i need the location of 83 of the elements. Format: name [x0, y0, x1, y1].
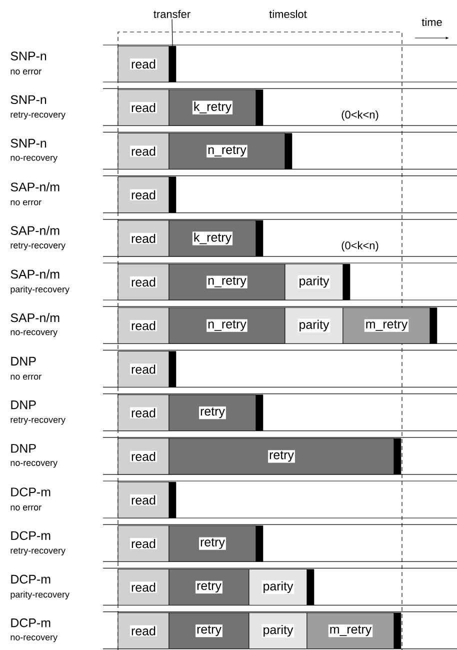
- retry-segment: n_retry: [168, 264, 286, 300]
- row-title: DCP-m: [11, 574, 50, 584]
- transfer-bar: [394, 612, 402, 649]
- read-segment: read: [118, 482, 170, 518]
- transfer-bar: [256, 525, 264, 562]
- retry-segment: n_retry: [168, 132, 286, 170]
- read-segment: read: [118, 307, 170, 344]
- retry-segment: retry: [168, 394, 256, 432]
- row-subtitle: no-recovery: [10, 635, 58, 642]
- retry-segment: retry: [168, 612, 250, 650]
- parity-segment: parity: [248, 568, 308, 606]
- parity-segment: parity: [248, 612, 308, 650]
- transfer-bar: [168, 46, 176, 82]
- row-subtitle: retry-recovery: [10, 548, 66, 556]
- condition-note: (0<k<n): [342, 241, 378, 252]
- transfer-bar: [430, 307, 438, 344]
- retry-segment: retry: [168, 438, 394, 475]
- row-subtitle: parity-recovery: [10, 286, 70, 294]
- row-subtitle: no-recovery: [10, 461, 58, 468]
- row-title: DNP: [11, 444, 36, 453]
- retry-segment: n_retry: [168, 307, 286, 344]
- row-subtitle: no-recovery: [10, 156, 58, 163]
- transfer-bar: [168, 176, 176, 213]
- timeslot-label: timeslot: [269, 10, 307, 18]
- row-subtitle: no error: [10, 200, 42, 206]
- read-segment: read: [118, 89, 170, 126]
- row-subtitle: no error: [10, 70, 42, 74]
- read-segment: read: [118, 525, 170, 562]
- parity-segment: parity: [284, 307, 344, 344]
- retry-segment: k_retry: [168, 89, 256, 126]
- read-segment: read: [118, 264, 170, 300]
- condition-note: (0<k<n): [342, 110, 378, 121]
- row-title: SAP-n/m: [10, 226, 60, 235]
- timeline-row: [102, 480, 457, 518]
- read-segment: read: [118, 612, 170, 650]
- row-title: SAP-n/m: [10, 269, 60, 279]
- row-subtitle: no error: [10, 374, 42, 380]
- timeline-row: [102, 44, 457, 82]
- row-title: SAP-n/m: [10, 182, 60, 192]
- parity-segment: parity: [284, 264, 344, 300]
- read-segment: read: [118, 568, 170, 606]
- row-subtitle: retry-recovery: [10, 242, 66, 250]
- row-subtitle: no-recovery: [10, 330, 58, 337]
- transfer-bar: [168, 482, 176, 518]
- read-segment: read: [118, 438, 170, 475]
- row-title: SAP-n/m: [10, 313, 60, 322]
- leader-line: [172, 18, 173, 46]
- read-segment: read: [118, 176, 170, 214]
- timeline-row: [102, 612, 457, 650]
- transfer-bar: [284, 133, 292, 170]
- transfer-bar: [342, 264, 350, 300]
- transfer-bar: [306, 569, 314, 606]
- row-subtitle: parity-recovery: [10, 591, 70, 600]
- retry-segment: retry: [168, 525, 256, 562]
- row-title: SNP-n: [10, 95, 46, 104]
- row-title: DCP-m: [11, 531, 50, 540]
- row-subtitle: retry-recovery: [10, 416, 66, 425]
- row-title: DCP-m: [11, 618, 50, 628]
- row-subtitle: no error: [10, 506, 42, 510]
- read-segment: read: [118, 394, 170, 432]
- transfer-bar: [256, 89, 264, 126]
- transfer-label: transfer: [154, 10, 190, 18]
- transfer-bar: [394, 438, 402, 475]
- retry-segment: m_retry: [342, 307, 430, 344]
- row-title: SNP-n: [10, 52, 46, 60]
- row-title: DCP-m: [11, 488, 50, 496]
- timeline-row: [102, 176, 457, 214]
- retry-segment: retry: [168, 568, 250, 606]
- transfer-bar: [256, 394, 264, 431]
- row-title: SNP-n: [10, 138, 46, 148]
- read-segment: read: [118, 220, 170, 257]
- row-title: DNP: [11, 400, 36, 410]
- axis-label: time: [422, 18, 442, 26]
- row-title: DNP: [11, 356, 36, 366]
- transfer-bar: [256, 220, 264, 257]
- read-segment: read: [118, 46, 170, 82]
- row-subtitle: retry-recovery: [10, 112, 66, 120]
- transfer-bar: [168, 351, 176, 388]
- retry-segment: m_retry: [306, 612, 394, 650]
- read-segment: read: [118, 132, 170, 170]
- timeline-row: [102, 350, 457, 388]
- read-segment: read: [118, 350, 170, 388]
- retry-segment: k_retry: [168, 220, 256, 257]
